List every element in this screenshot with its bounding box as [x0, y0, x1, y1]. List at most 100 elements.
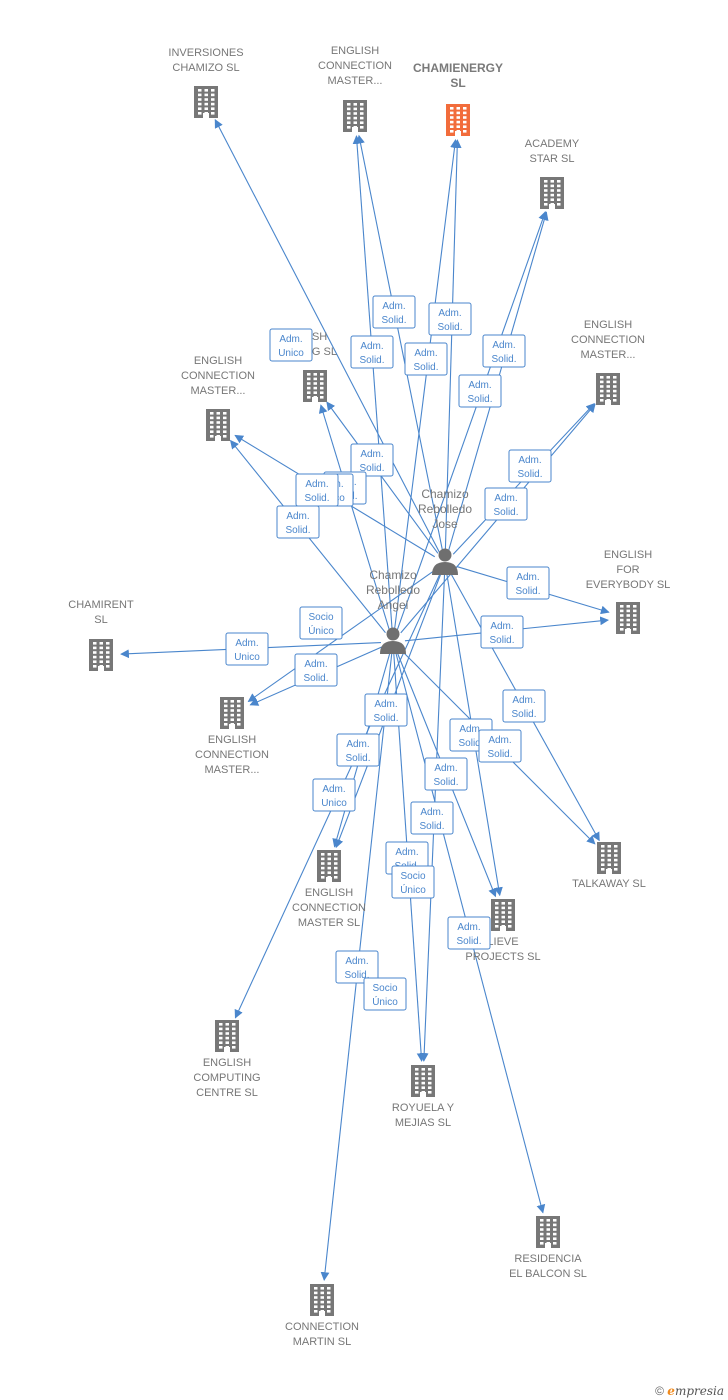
- edge-label-line: Adm.: [346, 739, 369, 750]
- company-label-line: ENGLISH: [604, 549, 652, 561]
- building-window: [495, 925, 499, 928]
- edge-label-box[interactable]: Adm.Unico: [269, 328, 313, 362]
- edge-label-line: Solid.: [303, 673, 328, 684]
- building-window: [320, 1305, 324, 1308]
- building-window: [456, 125, 460, 128]
- edge-label-box[interactable]: Adm.Solid.: [508, 449, 552, 483]
- edge-label-frame: [478, 729, 522, 763]
- building-window: [237, 723, 241, 726]
- edge-label-box[interactable]: Adm.Solid.: [295, 473, 339, 507]
- building-window: [210, 416, 214, 420]
- edge-label-text: Adm.Solid.: [359, 449, 384, 474]
- building-window: [320, 386, 324, 390]
- edge-label-line: Adm.: [420, 807, 443, 818]
- building-window: [93, 655, 97, 659]
- person-label-line: Chamizo: [421, 487, 469, 501]
- building-window: [223, 430, 227, 433]
- edge-label-frame: [484, 487, 528, 521]
- edge-label-box[interactable]: Adm.Solid.: [372, 295, 416, 329]
- edge-label-line: Solid.: [359, 355, 384, 366]
- company-label: TALKAWAY SL: [572, 878, 646, 890]
- building-window: [307, 377, 311, 381]
- edge-label-box[interactable]: Adm.Solid.: [478, 729, 522, 763]
- building-window: [495, 911, 499, 914]
- company-node-talkaway[interactable]: TALKAWAY SL: [572, 842, 646, 890]
- edge-angel-chamienergy: [393, 138, 459, 631]
- edge-label-line: Solid.: [419, 821, 444, 832]
- edge-label-box[interactable]: Adm.Solid.: [458, 374, 502, 408]
- building-window: [198, 107, 202, 110]
- edge-label-box[interactable]: Adm.Solid.: [294, 653, 338, 687]
- building-window: [633, 614, 637, 617]
- building-window: [334, 853, 338, 856]
- edge-label-box[interactable]: Adm.Solid.: [480, 615, 524, 649]
- edge-label-box[interactable]: Adm.Solid.: [428, 302, 472, 336]
- edge-label-box[interactable]: Adm.Solid.: [424, 757, 468, 791]
- building-window: [633, 618, 637, 622]
- building-window: [613, 399, 617, 402]
- building-window: [550, 198, 554, 201]
- building-window: [320, 396, 324, 399]
- building-window: [360, 103, 364, 106]
- building-window: [224, 704, 228, 708]
- company-label-line: ENGLISH: [194, 355, 242, 367]
- edge-label-box[interactable]: Adm. Solid.: [336, 733, 380, 767]
- edge-label-box[interactable]: Adm.Solid.: [502, 689, 546, 723]
- edge-label-box[interactable]: Adm.Solid.: [447, 916, 491, 950]
- building-window: [607, 849, 611, 853]
- edge-label-box[interactable]: Adm.Solid.: [404, 342, 448, 376]
- building-window: [614, 863, 618, 866]
- building-window: [320, 377, 324, 381]
- building-window: [428, 1086, 432, 1089]
- edge-label-line: Solid.: [345, 753, 370, 764]
- edge-label-frame: [364, 693, 408, 727]
- edge-label-text: Adm.Solid.: [303, 659, 328, 684]
- edge-label-box[interactable]: Adm.Solid.: [364, 693, 408, 727]
- building-window: [614, 849, 618, 853]
- building-window: [99, 642, 103, 645]
- edge-label-box[interactable]: Adm.Unico: [312, 778, 356, 812]
- brand-logo[interactable]: empresia: [667, 1384, 724, 1398]
- building-window: [508, 925, 512, 928]
- edge-label-box[interactable]: Adm.Solid.: [484, 487, 528, 521]
- company-label-line: MASTER...: [204, 764, 259, 776]
- edge-label-box[interactable]: Adm.Solid.: [276, 505, 320, 539]
- building-window: [626, 609, 630, 613]
- building-window: [557, 189, 561, 192]
- edge-label-box[interactable]: Adm.Solid.: [335, 950, 379, 984]
- edge-label-box[interactable]: Adm.Solid.: [506, 566, 550, 600]
- building-window: [327, 1305, 331, 1308]
- building-window: [501, 906, 505, 910]
- building-window: [219, 1041, 223, 1044]
- edge-label-box[interactable]: Adm.Solid.: [350, 335, 394, 369]
- edge-label-box[interactable]: Adm. Solid.: [410, 801, 454, 835]
- building-window: [223, 416, 227, 420]
- edge-label-box[interactable]: Adm.Solid.: [350, 443, 394, 477]
- edge-label-box[interactable]: Adm.Solid.: [482, 334, 526, 368]
- edge-label-box[interactable]: Adm.Unico: [225, 632, 269, 666]
- edge-label-frame: [480, 615, 524, 649]
